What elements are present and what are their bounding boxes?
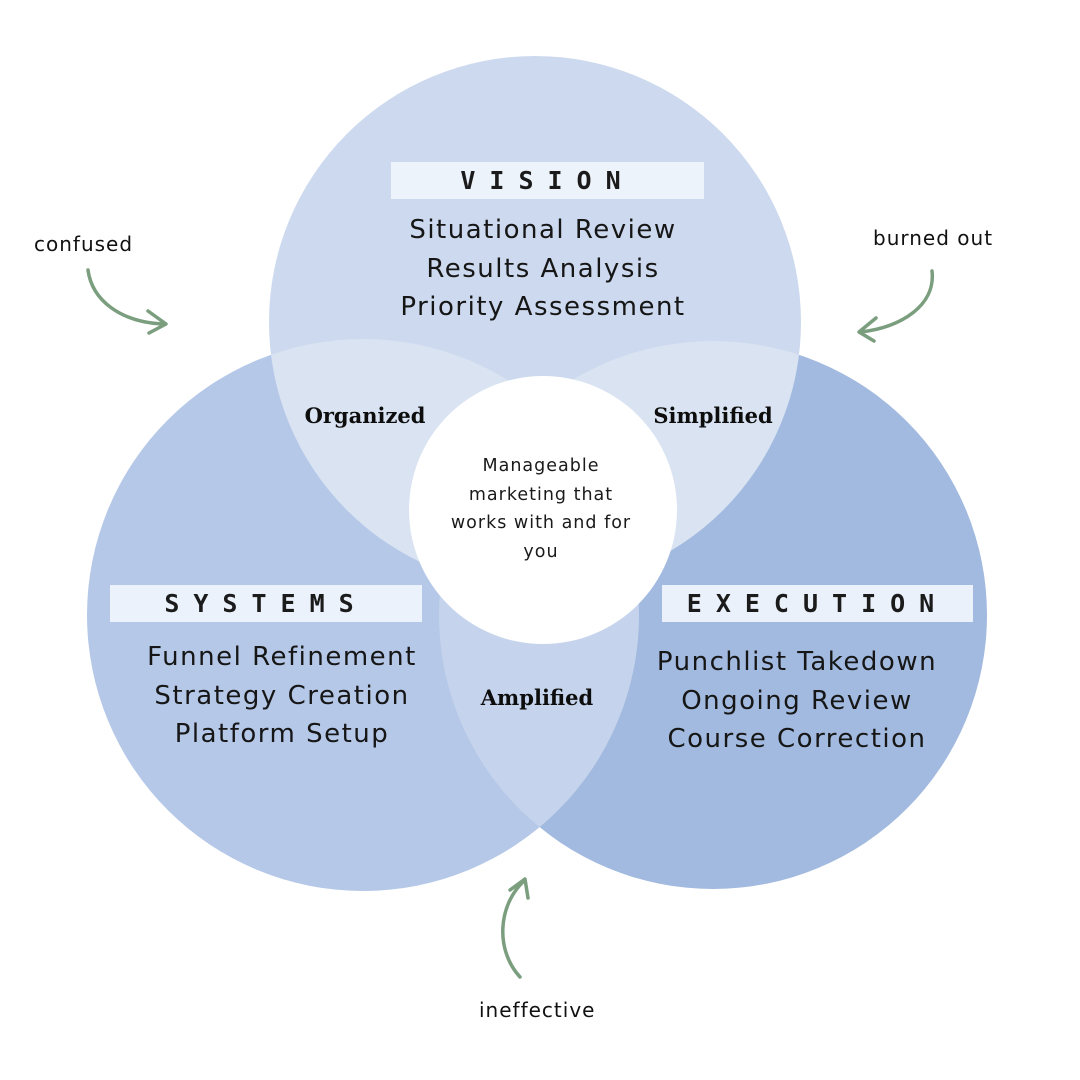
vision-items: Situational Review Results Analysis Prio… [365,211,721,327]
execution-items: Punchlist Takedown Ongoing Review Course… [626,643,968,759]
center-line: marketing that [468,484,614,505]
systems-item-funnel-refinement: Funnel Refinement [147,642,417,672]
overlap-label-amplified: Amplified [480,685,594,710]
overlap-label-simplified: Simplified [653,403,773,428]
vision-item-priority-assessment: Priority Assessment [400,292,686,322]
center-line: you [523,541,559,562]
vision-item-results-analysis: Results Analysis [426,253,660,284]
systems-title: SYSTEMS [110,585,422,622]
overlap-label-organized: Organized [304,403,426,428]
center-line: works with and for [450,513,632,533]
center-circle [409,376,677,644]
execution-item-punchlist-takedown: Punchlist Takedown [656,647,938,677]
systems-items: Funnel Refinement Strategy Creation Plat… [110,638,454,754]
arrow-icon-confused [86,268,168,335]
systems-item-strategy-creation: Strategy Creation [154,680,410,711]
arrow-icon-burned-out [857,269,934,343]
pain-point-confused: confused [34,232,134,256]
execution-title: EXECUTION [662,585,973,622]
vision-item-situational-review: Situational Review [409,215,677,245]
arrow-icon-ineffective [501,877,530,979]
execution-item-ongoing-review: Ongoing Review [681,685,913,716]
execution-item-course-correction: Course Correction [667,724,927,754]
center-line: Manageable [482,456,600,476]
systems-item-platform-setup: Platform Setup [174,719,390,749]
vision-title: VISION [391,162,704,199]
pain-point-burned-out: burned out [873,226,994,250]
center-statement: Manageable marketing that works with and… [436,452,646,566]
pain-point-ineffective: ineffective [479,998,596,1022]
